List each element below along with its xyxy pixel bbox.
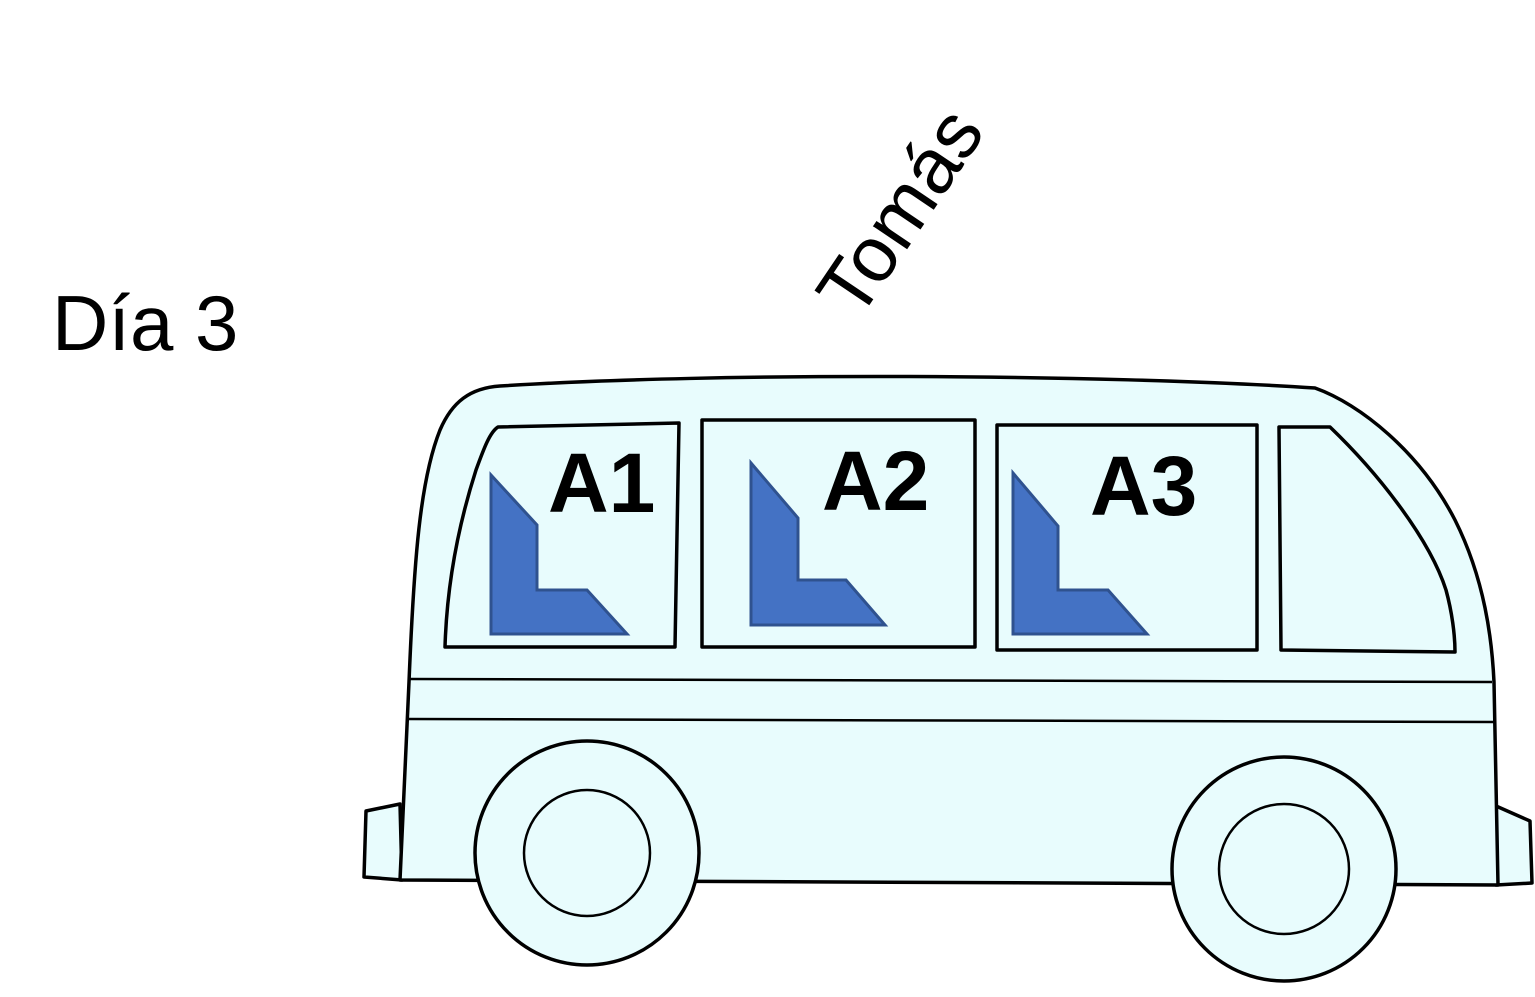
seat-label-a2: A2: [822, 434, 929, 528]
windshield: [1277, 425, 1457, 654]
belt-line-bottom: [405, 717, 1497, 724]
rear-hub: [522, 788, 652, 918]
day-label: Día 3: [52, 279, 238, 367]
seat-label-a3: A3: [1090, 439, 1197, 533]
driver-name-label: Tomás: [799, 92, 1000, 332]
van: A1 A2 A3: [362, 374, 1534, 983]
front-bumper: [1494, 804, 1534, 887]
rear-bumper: [362, 802, 404, 882]
seat-marker-a1: [489, 471, 631, 636]
seat-label-a1: A1: [548, 436, 655, 530]
front-hub: [1217, 802, 1351, 936]
seat-marker-a2: [749, 458, 889, 627]
seat-marker-a3: [1011, 468, 1151, 636]
belt-line-top: [408, 677, 1493, 684]
front-tire: [1170, 755, 1398, 983]
rear-tire: [473, 739, 701, 967]
rear-wheel: [473, 739, 701, 967]
front-wheel: [1170, 755, 1398, 983]
